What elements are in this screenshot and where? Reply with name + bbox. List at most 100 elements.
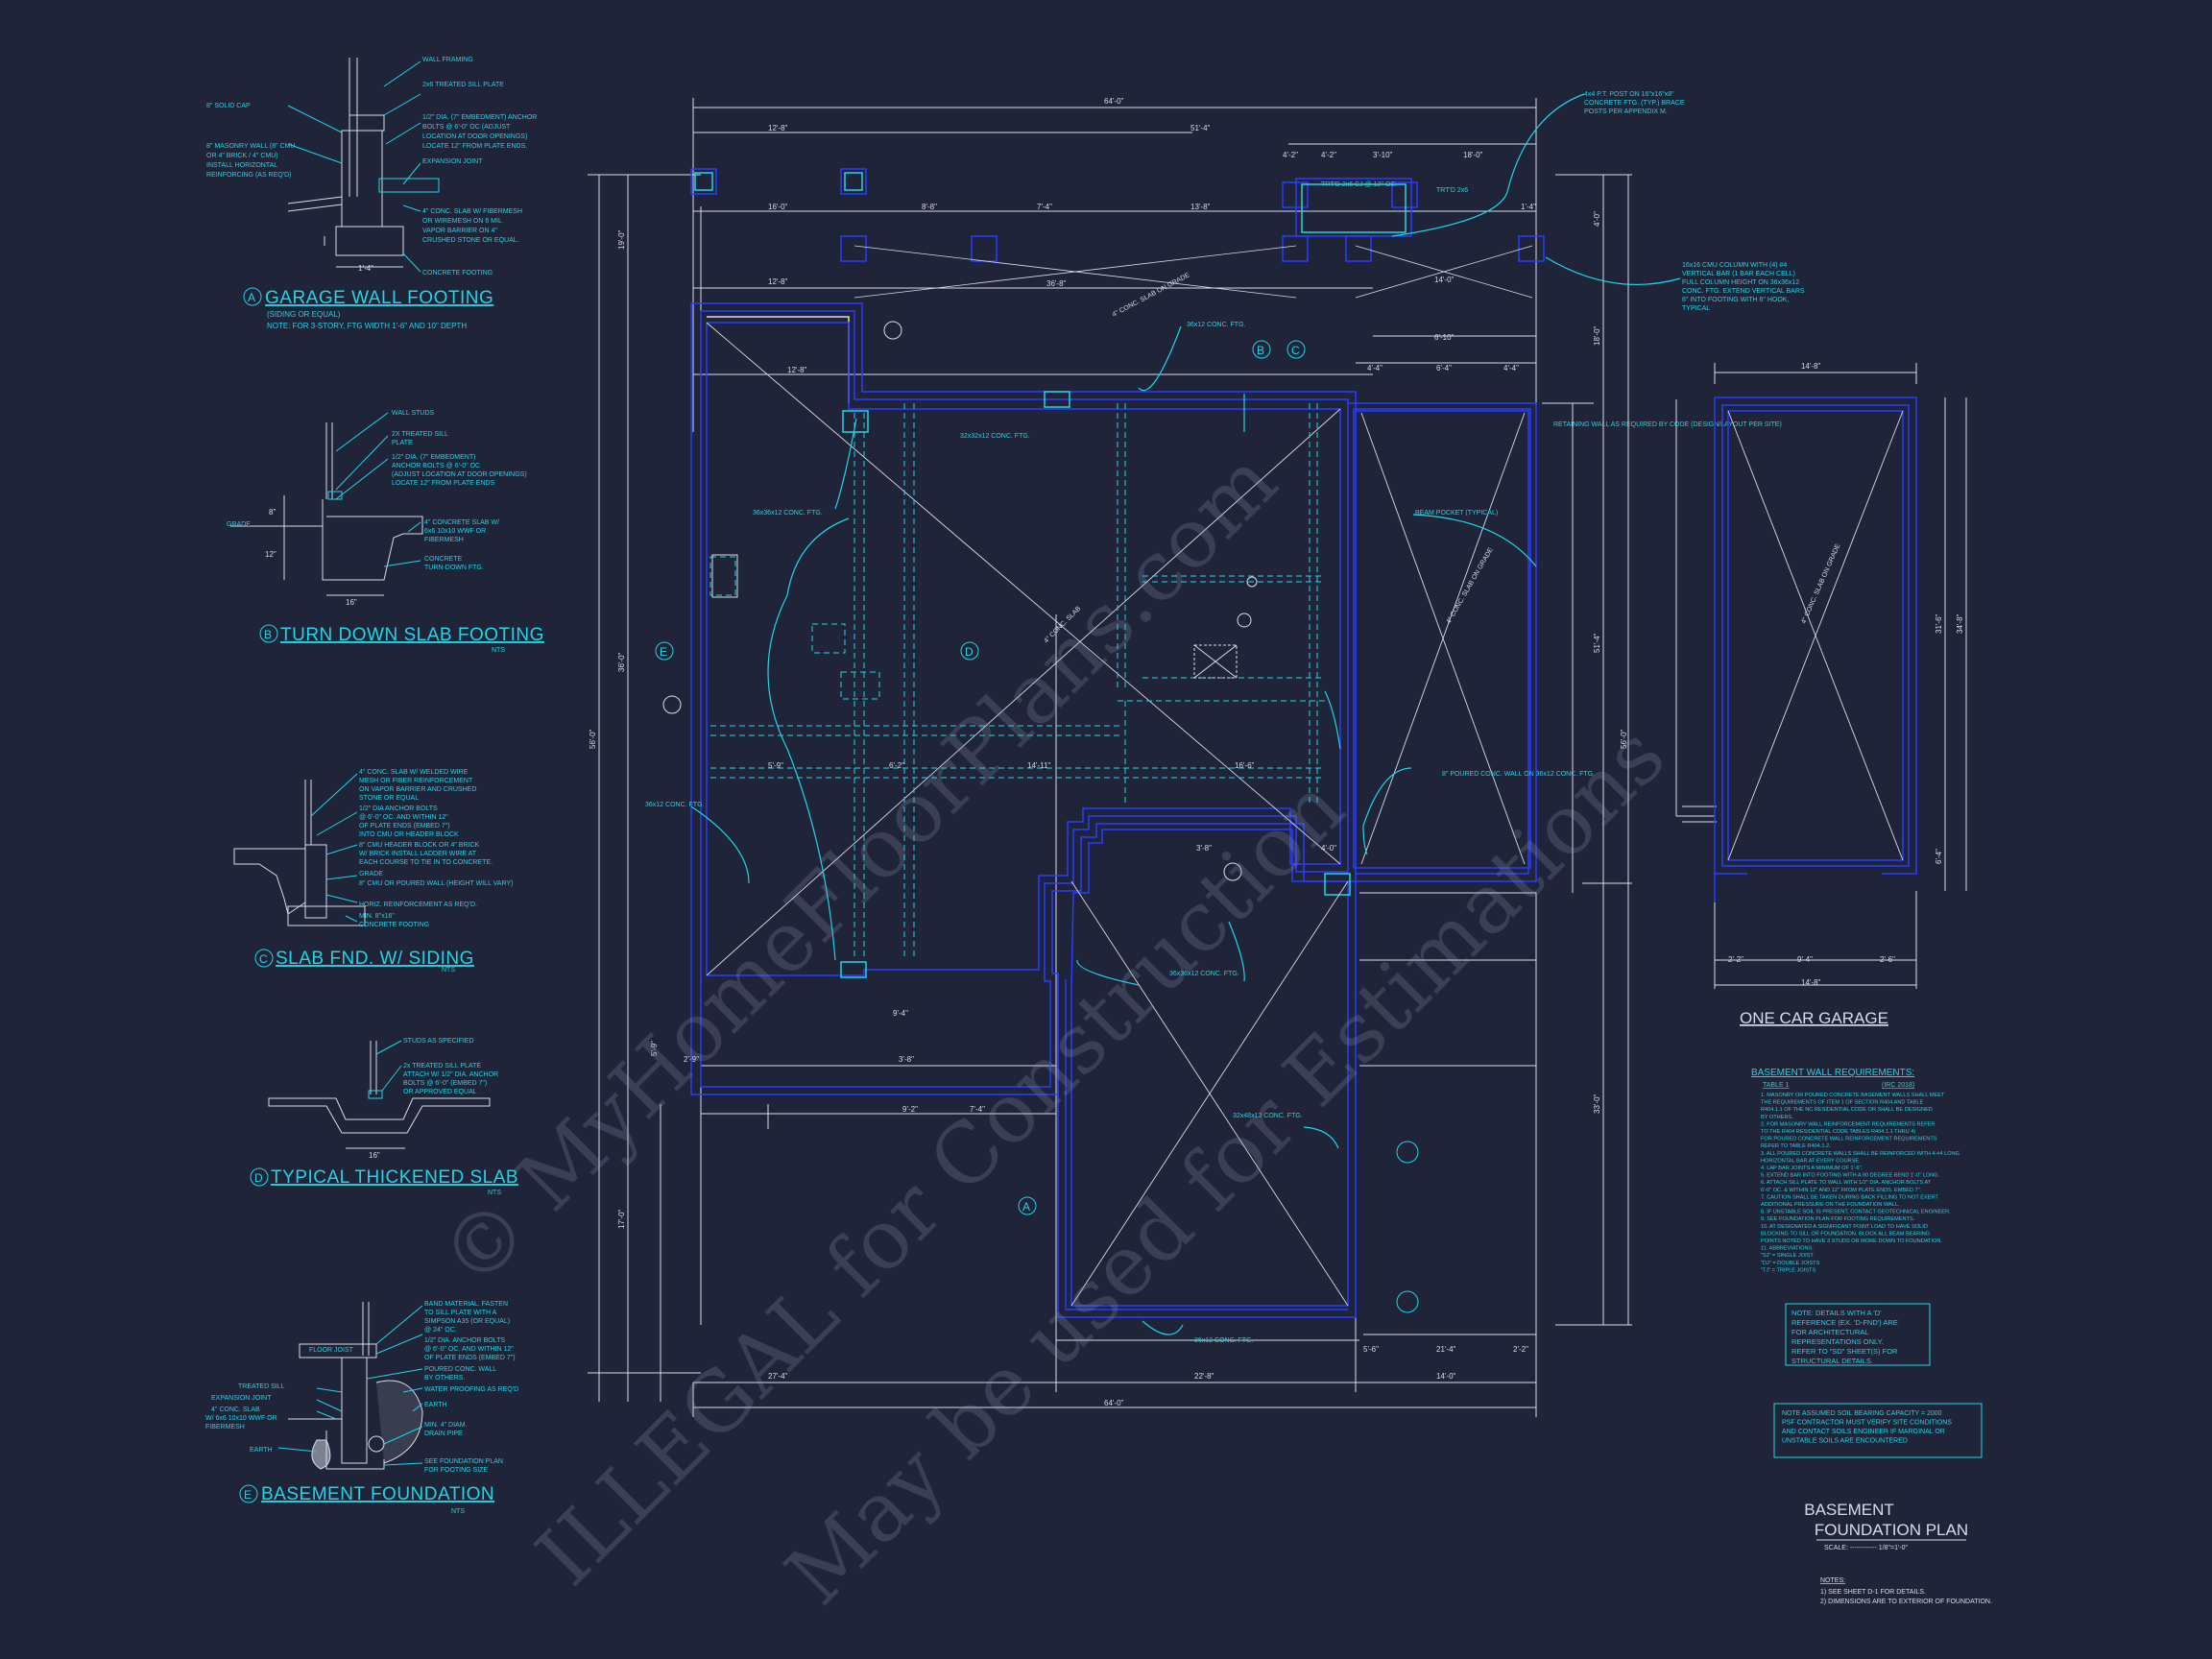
dim-label: 12'-8" xyxy=(787,366,807,374)
sheet-notes: NOTES: 1) SEE SHEET D-1 FOR DETAILS. 2) … xyxy=(1820,1577,1992,1605)
dim-label: 4'-2" xyxy=(1283,151,1298,159)
note: SIMPSON A35 (OR EQUAL) xyxy=(424,1318,510,1325)
text-line: 9. SEE FOUNDATION PLAN FOR FOOTING REQUI… xyxy=(1761,1216,1915,1222)
dim-label: 4'-4" xyxy=(1367,364,1382,373)
note-item: 1) SEE SHEET D-1 FOR DETAILS. xyxy=(1820,1589,1926,1596)
dim-label: 9'-4" xyxy=(893,1009,908,1018)
note: POURED CONC. WALL xyxy=(424,1366,496,1373)
text-line: POINTS NOTED TO HAVE 3 STUDS OR MORE DOW… xyxy=(1761,1238,1942,1244)
note: 1/2" DIA. (7" EMBEDMENT) xyxy=(392,454,475,461)
note: CRUSHED STONE OR EQUAL. xyxy=(422,237,519,244)
dim-label: 64'-0" xyxy=(1104,97,1124,106)
dim-label: 36'-0" xyxy=(617,652,626,672)
detail-a xyxy=(287,58,440,273)
dim-label: 3'-8" xyxy=(1196,844,1212,853)
callout: 36x12 CONC. FTG. xyxy=(1194,1337,1254,1344)
note: FIBERMESH xyxy=(424,537,464,543)
detail-a-letter: A xyxy=(248,291,255,304)
note: WALL STUDS xyxy=(392,410,435,417)
notes-head: NOTES: xyxy=(1820,1577,1845,1584)
text-line: NOTE ASSUMED SOIL BEARING CAPACITY = 200… xyxy=(1782,1410,1942,1417)
detail-b xyxy=(230,412,423,596)
requirements-title: BASEMENT WALL REQUIREMENTS: xyxy=(1751,1068,1914,1078)
callout: 36x12 CONC. FTG. xyxy=(1187,322,1246,328)
detail-a-note: NOTE: FOR 3-STORY, FTG WIDTH 1'-6" AND 1… xyxy=(267,322,467,330)
marker-e: E xyxy=(660,645,667,659)
callout: CONC. FTG. EXTEND VERTICAL BARS xyxy=(1682,288,1805,295)
dim-label: 16" xyxy=(369,1151,380,1160)
text-line: 6'-0" OC. & WITHIN 12" AND 12" FROM PLAT… xyxy=(1761,1188,1922,1193)
text-line: FOR POURED CONCRETE WALL REINFORCEMENT R… xyxy=(1761,1137,1937,1142)
note: 8" CMU OR POURED WALL (HEIGHT WILL VARY) xyxy=(359,880,513,887)
callout: 36x12 CONC. FTG. xyxy=(645,802,705,808)
one-car-garage xyxy=(1675,363,1967,989)
dim-label: 12'-8" xyxy=(768,124,788,132)
note: CONCRETE xyxy=(424,556,463,563)
requirements-table: TABLE 1 xyxy=(1763,1082,1790,1089)
basement-wall-requirements: BASEMENT WALL REQUIREMENTS: (IRC 2018) T… xyxy=(1751,1068,1960,1273)
text-line: REFER TO "SD" SHEET(S) FOR xyxy=(1791,1347,1898,1356)
text-line: BY OTHERS. xyxy=(1761,1115,1793,1120)
callout: 16x16 CMU COLUMN WITH (4) #4 xyxy=(1682,262,1787,269)
note: WATER PROOFING AS REQ'D xyxy=(424,1386,518,1393)
note: W/ 6x6 10x10 WWF OR xyxy=(205,1415,277,1422)
note: (ADJUST LOCATION AT DOOR OPENINGS) xyxy=(392,471,527,478)
note: 6x6 10x10 WWF OR xyxy=(424,528,486,535)
detail-b-notes: WALL STUDS 2X TREATED SILL PLATE 1/2" DI… xyxy=(227,410,543,654)
main-plan-dimensions xyxy=(588,98,1632,1417)
dim-label: 19'-0" xyxy=(617,229,626,250)
text-line: PSF CONTRACTOR MUST VERIFY SITE CONDITIO… xyxy=(1782,1420,1952,1427)
dim-label: 16'-0" xyxy=(768,203,788,211)
note: 8" MASONRY WALL (8" CMU xyxy=(206,143,296,150)
sheet-title-line2: FOUNDATION PLAN xyxy=(1815,1521,1968,1539)
dim-label: 4'-0" xyxy=(1593,211,1601,227)
reference-marker-labels: B C D E A xyxy=(660,344,1300,1214)
dim-label: 16" xyxy=(346,598,357,607)
callout: 8" POURED CONC. WALL ON 36x12 CONC. FTG. xyxy=(1442,771,1595,778)
note: STUDS AS SPECIFIED xyxy=(403,1038,474,1045)
callout: 32x48x12 CONC. FTG. xyxy=(1233,1113,1303,1119)
note: EARTH xyxy=(250,1447,273,1454)
dim-label: 16'-6" xyxy=(1235,761,1255,770)
callout: 36x36x12 CONC. FTG. xyxy=(1169,971,1239,977)
note: OF PLATE ENDS (EMBED 7") xyxy=(359,823,450,830)
callout: FULL COLUMN HEIGHT ON 36x36x12 xyxy=(1682,279,1799,286)
fixtures xyxy=(711,554,1258,679)
note: 4" CONC. SLAB W/ FIBERMESH xyxy=(422,208,522,215)
soil-box-lines: NOTE ASSUMED SOIL BEARING CAPACITY = 200… xyxy=(1782,1410,1952,1445)
text-line: 5. EXTEND BAR INTO FOOTING WITH A 90 DEG… xyxy=(1761,1173,1939,1179)
text-line: 3. ALL POURED CONCRETE WALLS SHALL BE RE… xyxy=(1761,1151,1960,1157)
note: GRADE xyxy=(359,871,383,878)
dim-label: 14'-11" xyxy=(1027,761,1050,770)
text-line: 7. CAUTION SHALL BE TAKEN DURING BACK FI… xyxy=(1761,1194,1938,1200)
callout: 36x36x12 CONC. FTG. xyxy=(753,510,823,517)
text-line: 10. AT DESIGNATED A SIGNIFICANT POINT LO… xyxy=(1761,1224,1928,1230)
dim-label: 5'-9" xyxy=(768,761,783,770)
text-line: REFERENCE (EX. 'D-FND') ARE xyxy=(1791,1318,1898,1327)
callout: TRT'D 2x6 xyxy=(1436,187,1468,194)
plan-callouts: 4x4 P.T. POST ON 16"x16"x8" CONCRETE FTG… xyxy=(645,91,1805,1344)
dim-label: 34'-8" xyxy=(1956,613,1964,634)
note: FLOOR JOIST xyxy=(309,1347,354,1354)
dim-label: 14'-0" xyxy=(1436,1372,1456,1381)
dim-label: 21'-4" xyxy=(1436,1345,1456,1354)
dim-label: 56'-0" xyxy=(589,729,597,749)
detail-a-title: GARAGE WALL FOOTING xyxy=(265,288,493,308)
note-item: 2) DIMENSIONS ARE TO EXTERIOR OF FOUNDAT… xyxy=(1820,1599,1992,1605)
note-box: NOTE: DETAILS WITH A 'D'REFERENCE (EX. '… xyxy=(1785,1303,1931,1366)
callout: RETAINING WALL AS REQUIRED BY CODE (DESI… xyxy=(1553,421,1782,428)
marker-c: C xyxy=(1291,344,1300,357)
note: 1/2" DIA ANCHOR BOLTS xyxy=(359,805,438,812)
dim-label: 4'-0" xyxy=(1321,844,1336,853)
dim-label: 8'-8" xyxy=(922,203,937,211)
note: WALL FRAMING xyxy=(422,57,473,63)
dim-label: 4'-4" xyxy=(1503,364,1519,373)
note: 1/2" DIA. (7" EMBEDMENT) ANCHOR xyxy=(422,114,537,121)
note: VAPOR BARRIER ON 4" xyxy=(422,228,497,234)
callout: 6" INTO FOOTING WITH 6" HOOK, xyxy=(1682,297,1789,303)
text-line: REFER TO TABLE R404.1.2. xyxy=(1761,1143,1831,1149)
note: SEE FOUNDATION PLAN xyxy=(424,1458,503,1465)
note: REINFORCING (AS REQ'D) xyxy=(206,172,291,179)
plan-dimension-text: 64'-0" 12'-8" 51'-4" 4'-2" 3'-10" 18'-0"… xyxy=(589,97,1628,1407)
